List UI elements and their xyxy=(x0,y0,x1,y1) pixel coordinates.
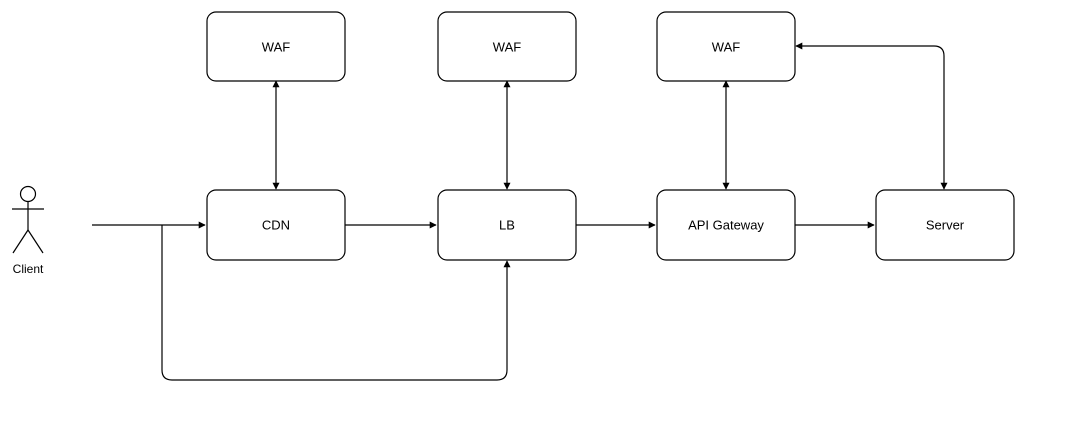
node-label: WAF xyxy=(262,40,290,55)
actor-label: Client xyxy=(13,262,44,276)
client-actor[interactable]: Client xyxy=(12,185,44,277)
node-waf-cdn[interactable]: WAF xyxy=(206,11,346,82)
actor-head xyxy=(19,185,37,203)
node-label: CDN xyxy=(262,218,290,233)
node-waf-lb[interactable]: WAF xyxy=(437,11,577,82)
node-label: WAF xyxy=(493,40,521,55)
actor-left-leg xyxy=(12,229,29,254)
node-label: Server xyxy=(926,218,965,233)
node-label: API Gateway xyxy=(688,218,764,233)
edge-client-lb xyxy=(161,225,511,381)
actor-right-leg xyxy=(27,229,44,254)
node-server[interactable]: Server xyxy=(875,189,1015,261)
node-waf-gateway[interactable]: WAF xyxy=(656,11,796,82)
node-label: WAF xyxy=(712,40,740,55)
edges xyxy=(92,42,948,381)
node-cdn[interactable]: CDN xyxy=(206,189,346,261)
node-label: LB xyxy=(499,218,515,233)
node-api-gateway[interactable]: API Gateway xyxy=(656,189,796,261)
edge-server-waf xyxy=(795,42,948,190)
node-lb[interactable]: LB xyxy=(437,189,577,261)
